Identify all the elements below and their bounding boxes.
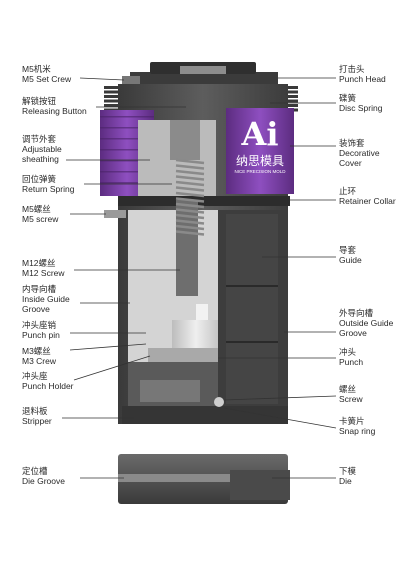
spring-coil [175, 169, 205, 176]
return-spring [175, 158, 205, 236]
guide-sleeve [218, 210, 288, 410]
m5-set-screw-part [122, 76, 140, 84]
leader-line [73, 355, 151, 381]
screw-head [214, 397, 224, 407]
spring-coil [175, 191, 205, 198]
cover-rib [100, 138, 154, 140]
spring-coil [175, 175, 205, 181]
spring-coil [175, 186, 205, 192]
logo-brand-en: NICE PRECISION MOLD [234, 169, 286, 174]
cover-rib [100, 171, 154, 173]
leader-line [79, 77, 125, 81]
spring-coil [175, 197, 205, 203]
logo-brand-cn: 纳思模具 [235, 154, 284, 168]
cutaway-section [128, 120, 248, 410]
leader-lines [62, 77, 337, 479]
punch-head [130, 62, 278, 84]
leader-line [223, 395, 337, 401]
spring-coil [175, 180, 205, 187]
spring-coil [175, 213, 205, 220]
spring-coil [175, 158, 205, 165]
cover-ribs [100, 116, 154, 184]
stripper [122, 406, 288, 424]
logo-mark: Ai [241, 115, 279, 153]
spring-coil [175, 208, 205, 214]
leader-line [69, 343, 147, 351]
spring-coil [175, 219, 205, 225]
brand-logo: Ai 纳思模具 NICE PRECISION MOLD [228, 114, 292, 190]
cover-rib [100, 149, 154, 151]
spring-coil [175, 230, 205, 236]
leader-line [223, 407, 337, 429]
cover-rib [100, 182, 154, 184]
decorative-cover-right [226, 108, 294, 194]
cover-rib [100, 160, 154, 162]
spring-coil [175, 164, 205, 170]
m5-screw-part [104, 210, 126, 218]
spring-coil [175, 224, 205, 231]
die-block [118, 454, 290, 504]
spring-coil [175, 202, 205, 209]
cover-rib [100, 127, 154, 129]
cover-rib [100, 116, 154, 118]
